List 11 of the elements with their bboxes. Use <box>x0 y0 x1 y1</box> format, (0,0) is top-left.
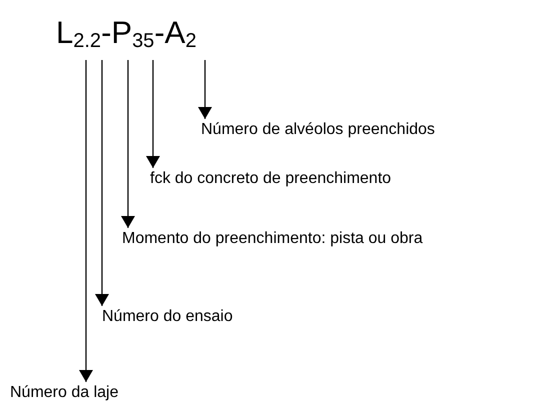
arrow <box>95 60 109 306</box>
description-text: Número de alvéolos preenchidos <box>201 121 435 139</box>
arrow <box>121 60 135 228</box>
description-text: Número do ensaio <box>102 308 233 326</box>
arrow <box>79 60 93 382</box>
description-text: Número da laje <box>10 384 118 402</box>
description-text: fck do concreto de preenchimento <box>150 170 392 188</box>
arrow <box>146 60 160 168</box>
designation-code: L$_{2.2}$-P$_{35}$-A$_{2}$ <box>56 16 196 58</box>
description-text: Momento do preenchimento: pista ou obra <box>122 230 423 248</box>
arrow <box>198 60 212 119</box>
